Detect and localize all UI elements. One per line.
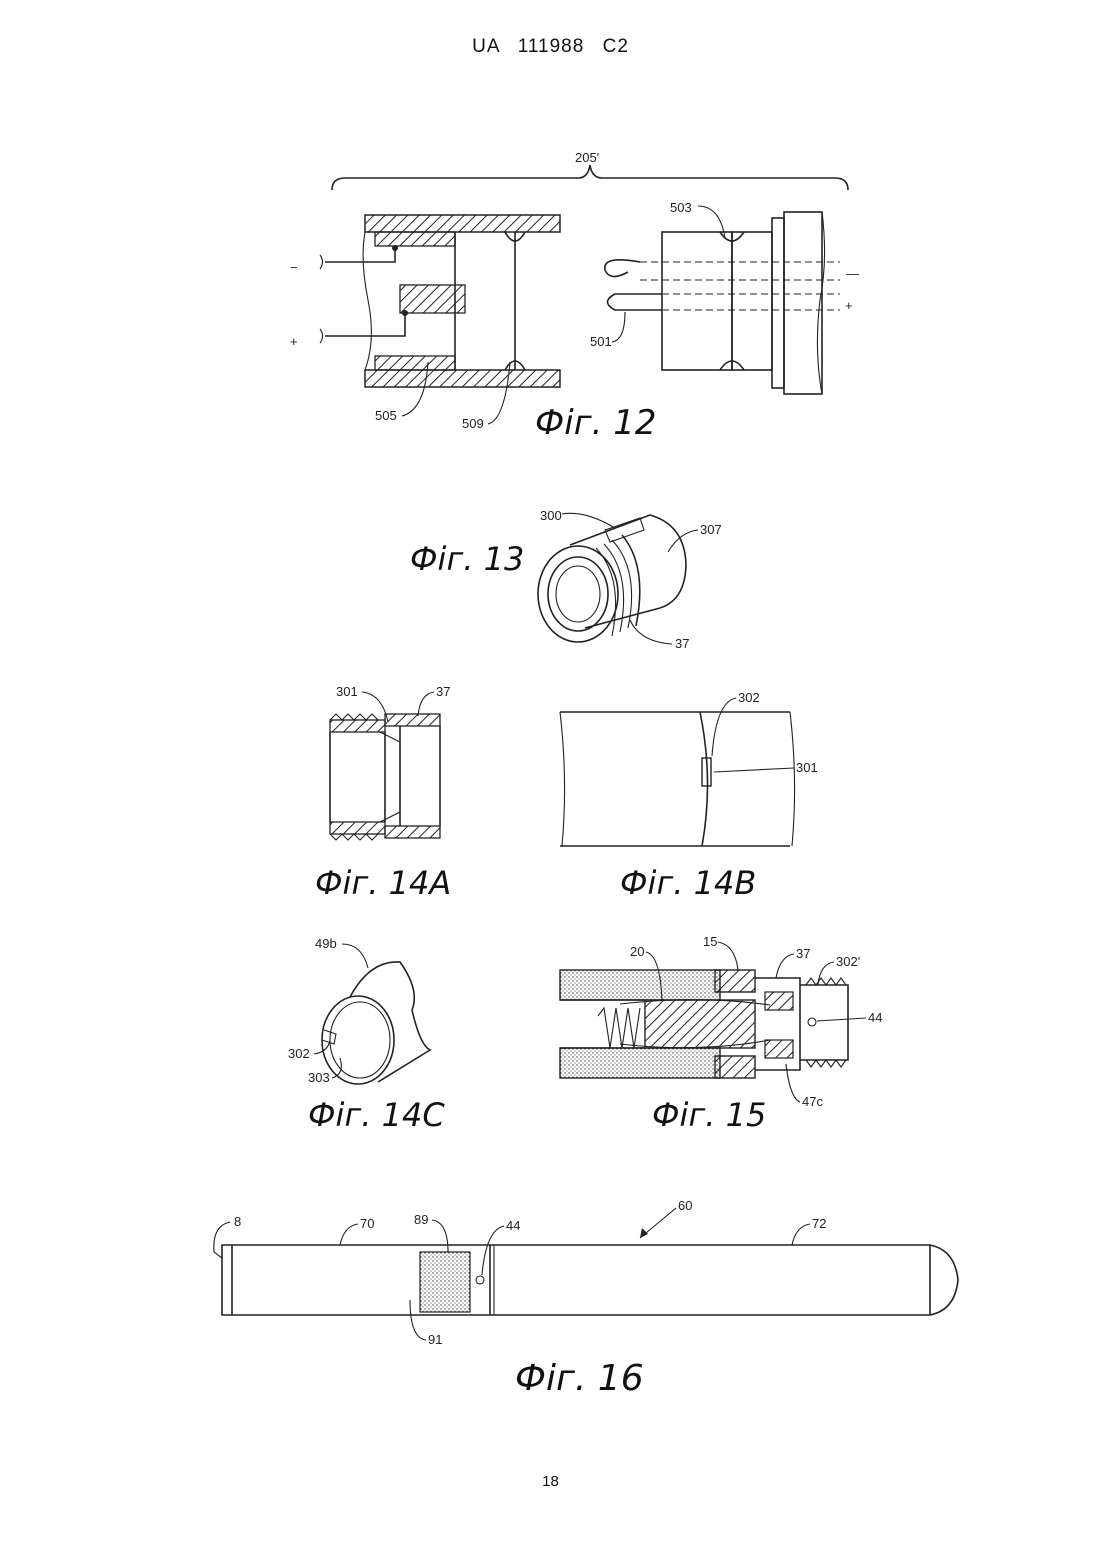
label-20: 20 — [630, 944, 644, 959]
label-91: 91 — [428, 1332, 442, 1347]
figure-16: 8 70 89 44 60 72 91 Фіг. 16 — [214, 1198, 958, 1399]
minus-terminal-left: − — [290, 260, 298, 275]
outer-wrapper-bottom — [560, 1048, 720, 1078]
figure-14a: 301 37 Фіг. 14A — [315, 684, 451, 902]
label-15: 15 — [703, 934, 717, 949]
outer-wrapper-top — [560, 970, 720, 1000]
label-501: 501 — [590, 334, 612, 349]
hook-contact — [605, 260, 640, 277]
caption-fig-12: Фіг. 12 — [535, 403, 656, 443]
label-301-14b: 301 — [796, 760, 818, 775]
caption-fig-15: Фіг. 15 — [652, 1096, 766, 1134]
label-503: 503 — [670, 200, 692, 215]
plus-terminal-right: + — [845, 298, 853, 313]
figure-12: 205' − + 505 509 — [290, 150, 859, 443]
housing-top-wall — [365, 215, 560, 232]
label-37-15: 37 — [796, 946, 810, 961]
label-302-14b: 302 — [738, 690, 760, 705]
label-37-14a: 37 — [436, 684, 450, 699]
figure-14c: 49b 302 303 Фіг. 14C — [288, 936, 445, 1134]
caption-fig-14c: Фіг. 14C — [308, 1096, 445, 1134]
label-37: 37 — [675, 636, 689, 651]
label-60: 60 — [678, 1198, 692, 1213]
figure-15: 20 15 37 302' 44 47c Фіг. 15 — [560, 934, 882, 1134]
label-44-15: 44 — [868, 1010, 882, 1025]
label-505: 505 — [375, 408, 397, 423]
minus-terminal-right: — — [846, 266, 859, 281]
device-body-60 — [222, 1245, 958, 1315]
label-70: 70 — [360, 1216, 374, 1231]
label-8: 8 — [234, 1214, 241, 1229]
plus-terminal-left: + — [290, 334, 298, 349]
label-302-14c: 302 — [288, 1046, 310, 1061]
label-302p: 302' — [836, 954, 860, 969]
label-89: 89 — [414, 1212, 428, 1227]
indicator-44 — [476, 1276, 484, 1284]
seam-line — [700, 712, 708, 846]
label-303: 303 — [308, 1070, 330, 1085]
caption-fig-14b: Фіг. 14B — [620, 864, 756, 902]
page-number: 18 — [0, 1473, 1101, 1490]
label-44-16: 44 — [506, 1218, 520, 1233]
label-307: 307 — [700, 522, 722, 537]
inner-collar-bottom — [375, 356, 455, 370]
figure-13: Фіг. 13 300 307 37 — [410, 508, 722, 651]
brace-205 — [332, 165, 848, 190]
plug-body — [662, 232, 732, 370]
label-301-14a: 301 — [336, 684, 358, 699]
window-89 — [420, 1252, 470, 1312]
caption-fig-16: Фіг. 16 — [515, 1358, 644, 1399]
housing-bottom-wall — [365, 370, 560, 387]
notch-303 — [322, 1030, 336, 1044]
heater-core-20 — [645, 1000, 755, 1048]
label-205: 205' — [575, 150, 599, 165]
port-44 — [808, 1018, 816, 1026]
coil — [598, 1008, 640, 1048]
caption-fig-13: Фіг. 13 — [410, 540, 524, 578]
label-300: 300 — [540, 508, 562, 523]
label-509: 509 — [462, 416, 484, 431]
inner-collar-top — [375, 232, 455, 246]
label-47c: 47c — [802, 1094, 823, 1109]
label-49b: 49b — [315, 936, 337, 951]
label-72: 72 — [812, 1216, 826, 1231]
figure-14b: 302 301 Фіг. 14B — [560, 690, 818, 902]
ring-body — [570, 515, 686, 628]
caption-fig-14a: Фіг. 14A — [315, 864, 451, 902]
